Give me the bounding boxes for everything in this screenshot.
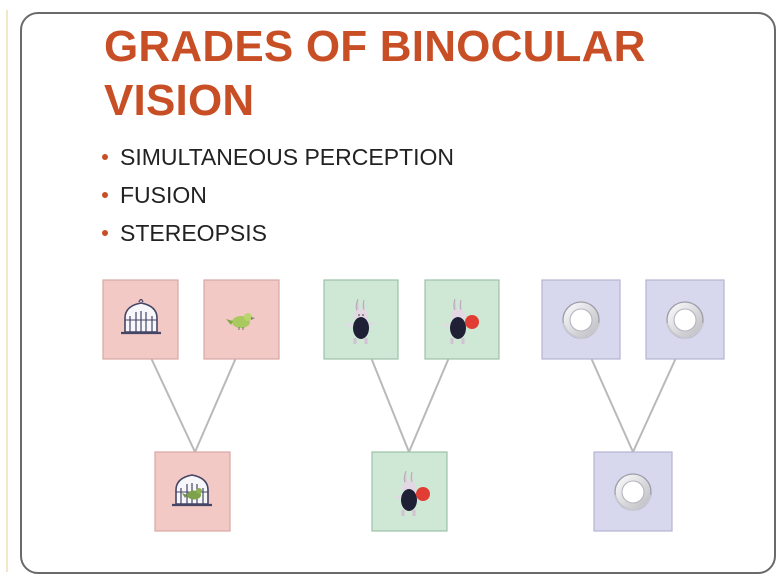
bullet-text: FUSION bbox=[120, 181, 207, 209]
bullet-dot-icon bbox=[102, 154, 108, 160]
bullet-text: STEREOPSIS bbox=[120, 219, 267, 247]
left-accent-line bbox=[6, 10, 8, 572]
bullet-item-simultaneous-perception: SIMULTANEOUS PERCEPTION bbox=[102, 138, 454, 176]
bullet-dot-icon bbox=[102, 192, 108, 198]
bullet-item-fusion: FUSION bbox=[102, 176, 454, 214]
slide-title: GRADES OF BINOCULAR VISION bbox=[104, 20, 724, 128]
bullet-text: SIMULTANEOUS PERCEPTION bbox=[120, 143, 454, 171]
bullet-item-stereopsis: STEREOPSIS bbox=[102, 214, 454, 252]
bullet-dot-icon bbox=[102, 230, 108, 236]
bullet-list: SIMULTANEOUS PERCEPTION FUSION STEREOPSI… bbox=[102, 138, 454, 252]
